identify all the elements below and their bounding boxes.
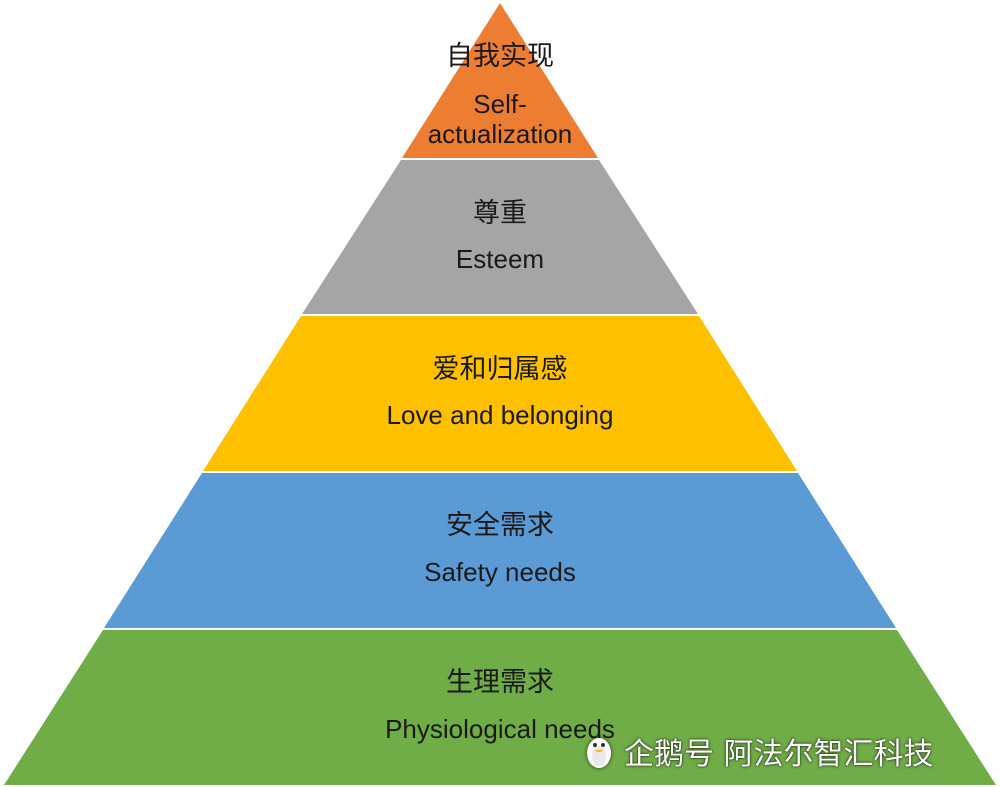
tier-esteem [302, 160, 698, 314]
tier-physiological-needs-zh: 生理需求 [446, 667, 554, 698]
tier-physiological-needs-en: Physiological needs [385, 714, 615, 744]
tier-love-and-belonging-zh: 爱和归属感 [433, 354, 568, 385]
tier-self-actualization [402, 3, 598, 158]
tier-safety-needs-en: Safety needs [424, 557, 576, 587]
tier-love-and-belonging-en: Love and belonging [387, 400, 614, 430]
tier-physiological-needs [4, 630, 996, 785]
tier-love-and-belonging [203, 316, 797, 471]
penguin-icon [587, 738, 611, 768]
tier-self-actualization-zh: 自我实现 [446, 41, 554, 72]
tier-safety-needs-zh: 安全需求 [446, 510, 554, 541]
watermark-text: 企鹅号 阿法尔智汇科技 [624, 737, 934, 772]
tier-esteem-en: Esteem [456, 244, 544, 274]
watermark: 企鹅号 阿法尔智汇科技 [582, 728, 934, 774]
tier-esteem-zh: 尊重 [473, 198, 527, 229]
tier-self-actualization-en-line2: actualization [428, 119, 573, 149]
tier-safety-needs [104, 473, 896, 628]
tier-self-actualization-en-line1: Self- [473, 89, 526, 119]
